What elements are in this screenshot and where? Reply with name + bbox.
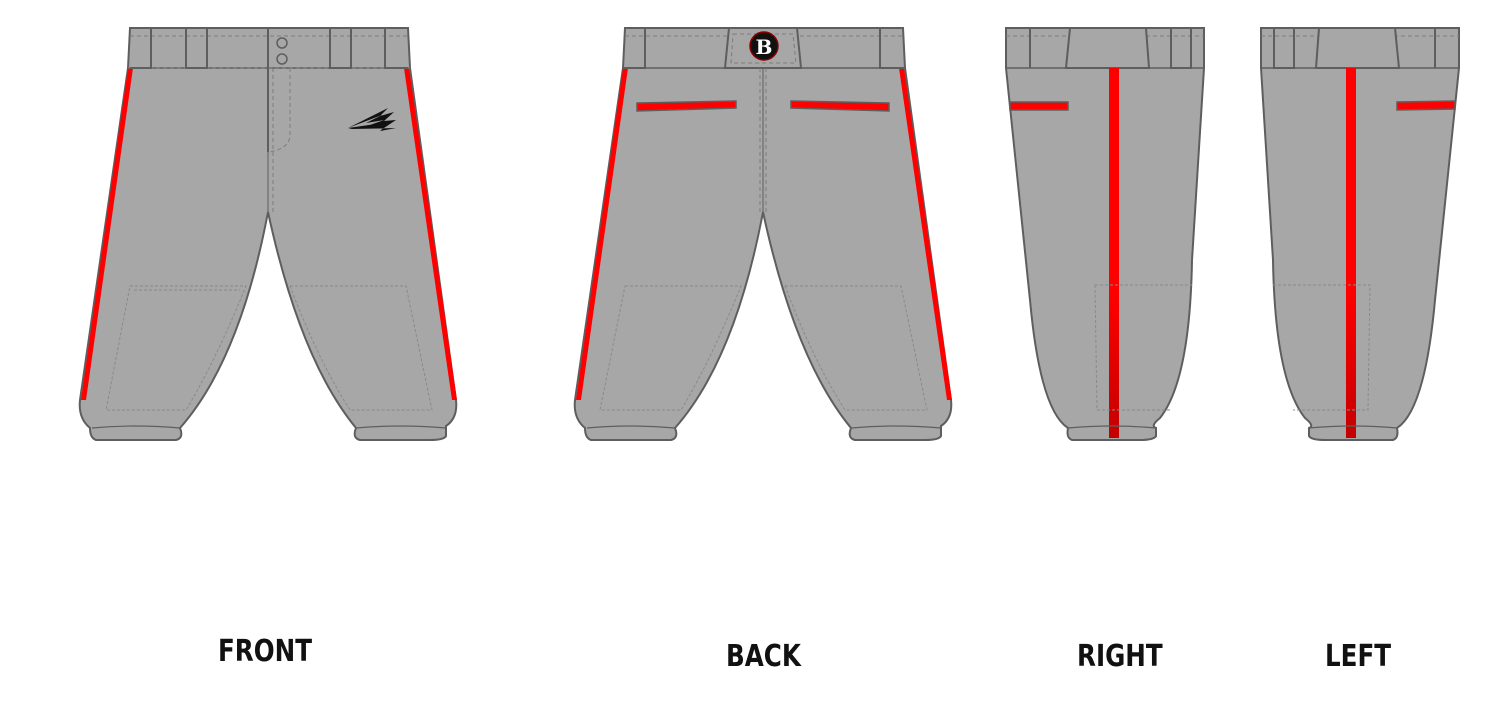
right-belt-loops xyxy=(1029,27,1192,69)
label-front: FRONT xyxy=(218,634,313,669)
left-belt-loops xyxy=(1273,27,1436,69)
left-pocket xyxy=(1396,100,1456,111)
back-pocket-left xyxy=(636,100,737,112)
back-view: B xyxy=(573,27,953,441)
label-left: LEFT xyxy=(1325,639,1392,674)
back-belt-loops xyxy=(623,28,905,69)
svg-text:B: B xyxy=(756,35,773,59)
front-piping-left xyxy=(81,68,133,400)
back-piping-right xyxy=(899,68,952,400)
b-patch-logo-icon: B xyxy=(749,31,779,61)
front-belt-loops xyxy=(130,27,408,69)
trident-arrow-logo-icon xyxy=(348,108,396,131)
front-button-top xyxy=(276,37,288,49)
right-pocket xyxy=(1009,101,1069,111)
back-piping-left xyxy=(576,68,628,400)
front-pants-body xyxy=(78,27,458,441)
back-pocket-right xyxy=(790,100,890,112)
left-side-stripe xyxy=(1346,68,1356,438)
right-view xyxy=(1005,27,1205,441)
back-pants-body xyxy=(573,27,953,441)
left-view xyxy=(1260,27,1460,441)
label-right: RIGHT xyxy=(1077,639,1163,674)
right-side-stripe xyxy=(1109,68,1119,438)
front-button-bottom xyxy=(276,53,288,65)
right-pants-body xyxy=(1005,27,1205,441)
front-view xyxy=(78,27,458,441)
front-piping-right xyxy=(404,68,457,400)
label-back: BACK xyxy=(726,639,801,674)
left-pants-body xyxy=(1260,27,1460,441)
